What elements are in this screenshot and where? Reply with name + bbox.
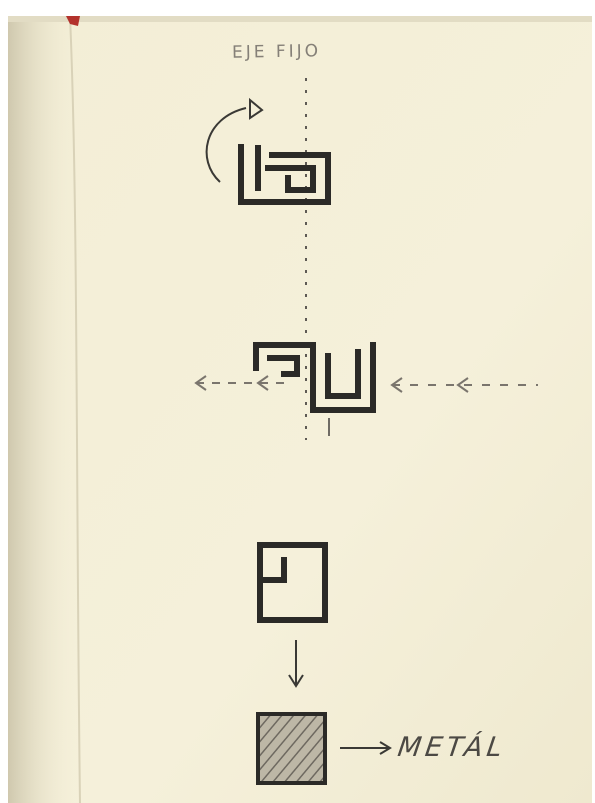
hatched-square-icon xyxy=(258,714,325,783)
paper-sheet xyxy=(8,16,592,803)
page-gutter xyxy=(8,16,78,803)
material-label: METÁL xyxy=(396,732,508,763)
axis-label: EJE FIJO xyxy=(232,41,321,63)
